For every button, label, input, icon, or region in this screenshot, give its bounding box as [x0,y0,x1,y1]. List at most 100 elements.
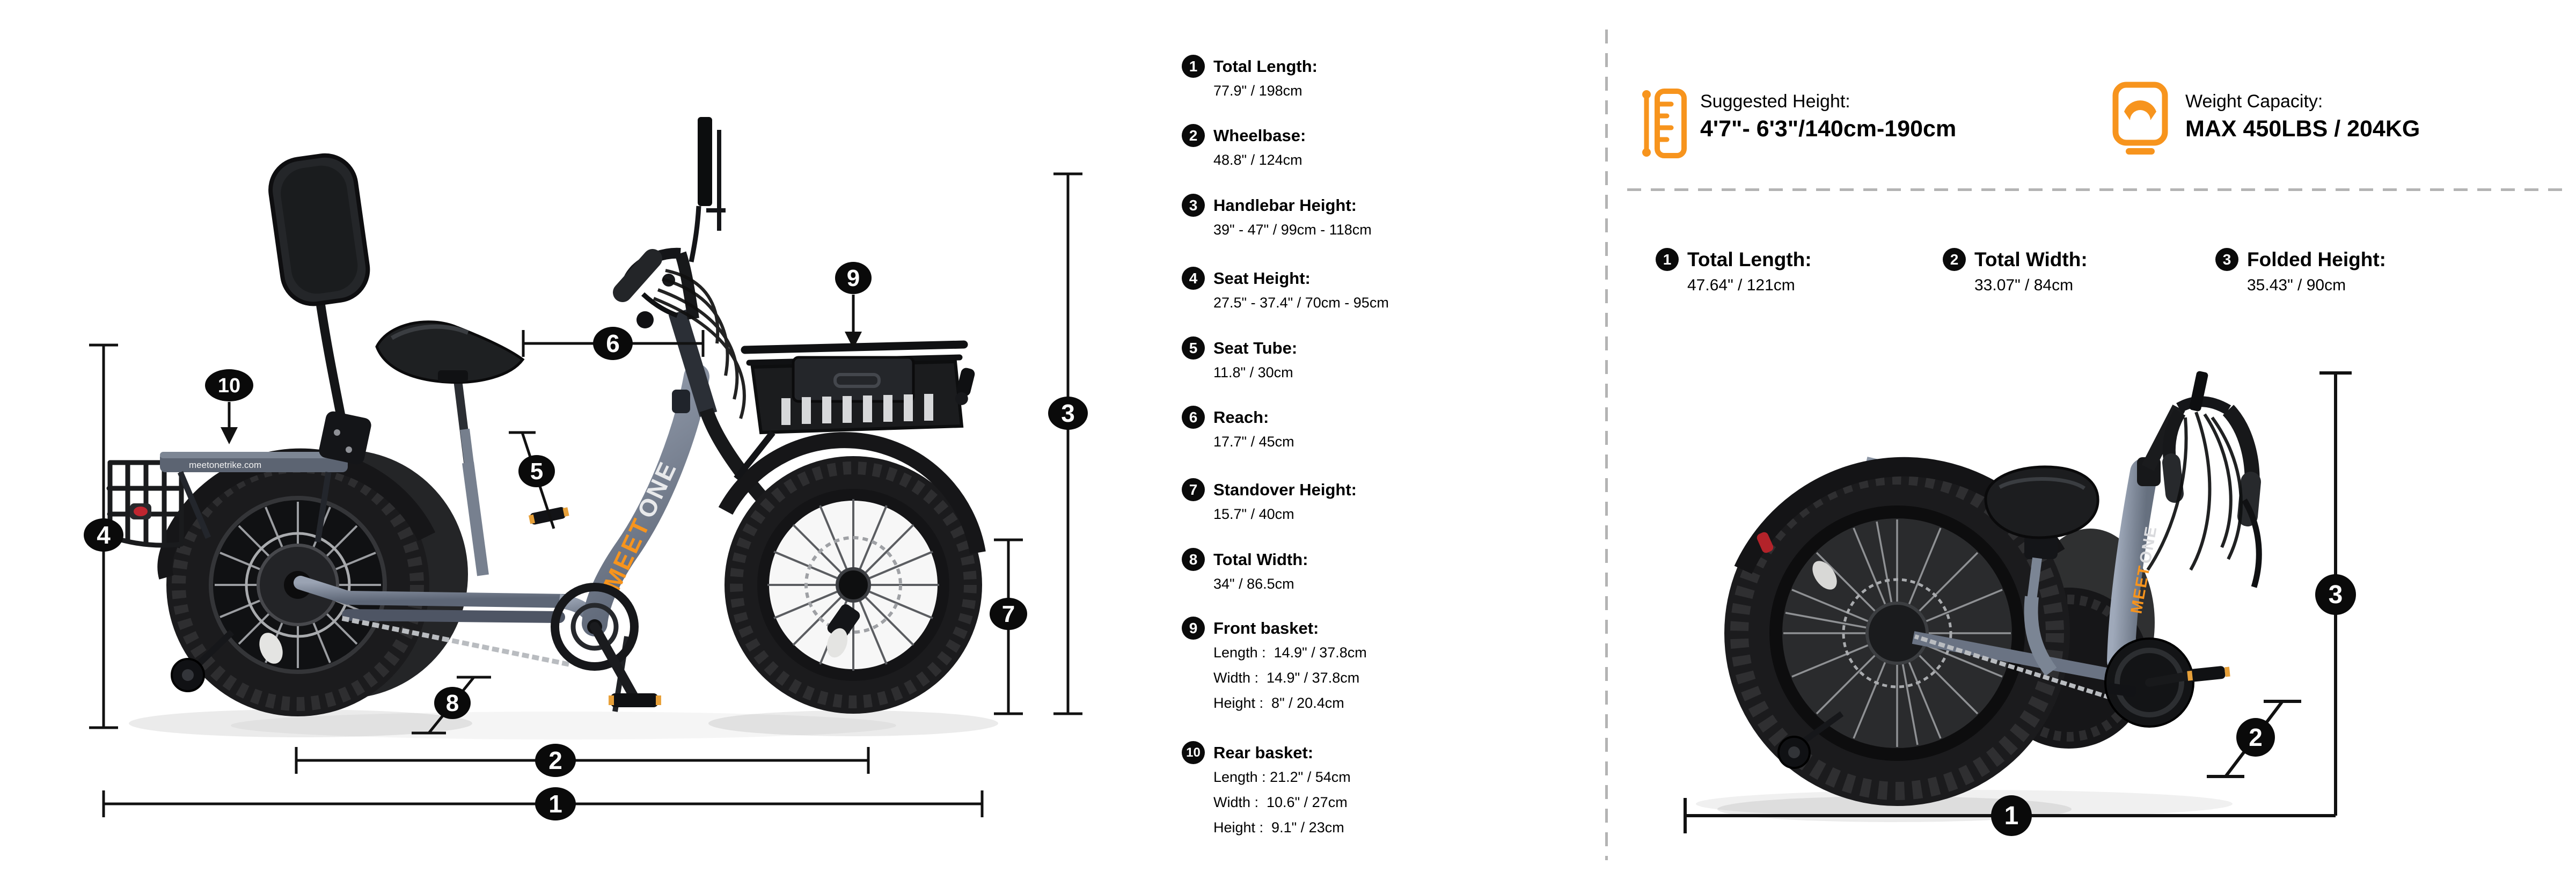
folded-crankset [1914,634,2230,728]
battery-box [792,356,915,403]
rear-rack: meetonetrike.com [160,452,348,543]
weight-capacity-block: Weight Capacity: MAX 450LBS / 204KG [2185,89,2420,144]
marker-7: 7 [1002,601,1015,627]
folded-spec-label: Total Width: [1974,248,2088,270]
marker-3: 3 [1061,399,1075,427]
spec-bullet: 2 [1182,124,1205,147]
spec-value: 77.9" / 198cm [1213,83,1302,99]
side-markers: 1 2 3 4 5 6 7 8 9 10 [84,262,1088,820]
folded-spec-value: 33.07" / 84cm [1974,276,2074,294]
trike-side-photo: meetonetrike.com MEETONE [106,117,998,739]
spec-value: Height : 9.1" / 23cm [1213,819,1344,836]
spec-value: 27.5" - 37.4" / 70cm - 95cm [1213,295,1389,311]
folded-saddle [1984,465,2099,601]
weight-capacity-label: Weight Capacity: [2185,91,2323,112]
spec-label: Total Length: [1213,57,1318,76]
spec-label: Standover Height: [1213,480,1357,499]
spec-value: 15.7" / 40cm [1213,506,1294,522]
spec-value: 48.8" / 124cm [1213,152,1302,168]
folded-spec-total-width: 2 Total Width: 33.07" / 84cm [1943,248,2088,296]
handlebar-grip [613,249,662,302]
spec-bullet: 6 [1182,406,1205,429]
folded-spec-value: 35.43" / 90cm [2247,276,2346,294]
front-wheel [724,456,982,714]
spec-label: Wheelbase: [1213,126,1306,145]
side-arrowheads [221,332,862,444]
tail-light [130,503,151,519]
frame-logo: MEETONE [598,456,682,595]
folded-spec-bullet: 2 [1943,248,1966,271]
chain [341,615,569,667]
folded-cables [2146,411,2243,571]
weight-scale-icon [2112,82,2168,155]
head-tube [668,310,718,417]
folded-tail-light [1757,532,1774,553]
spec-bullet: 7 [1182,478,1205,501]
marker-4: 4 [97,521,111,549]
seat-backrest [268,153,371,465]
handlebar-assembly [613,117,746,419]
folded-pedal [528,507,569,525]
spec-value: 17.7" / 45cm [1213,434,1294,450]
marker-9: 9 [847,265,860,291]
folded-anti-tip-wheel [1777,711,1844,769]
folded-marker-1: 1 [2004,802,2019,830]
spec-label: Reach: [1213,408,1269,427]
spec-value: Length : 14.9" / 37.8cm [1213,644,1367,661]
spec-item-total-width: 8 Total Width: 34" / 86.5cm [1182,548,1308,596]
front-basket [734,340,975,481]
folded-downtube [2107,458,2158,675]
spec-value: 39" - 47" / 99cm - 118cm [1213,222,1372,238]
folded-handlebar [2137,371,2262,588]
spec-bullet: 9 [1182,617,1205,640]
spec-item-seat-height: 4 Seat Height: 27.5" - 37.4" / 70cm - 95… [1182,267,1389,315]
spec-item-front-basket: 9 Front basket: Length : 14.9" / 37.8cm … [1182,617,1367,715]
folded-spec-bullet: 3 [2215,248,2238,271]
mirror-plate [698,117,712,206]
spec-value: Height : 8" / 20.4cm [1213,695,1344,711]
front-spoke-reflector [826,628,848,658]
brake-cables [653,269,746,419]
marker-1: 1 [548,790,562,818]
folded-trike-photo: meetonetrike.com [1696,371,2262,822]
folded-spec-value: 47.64" / 121cm [1687,276,1795,294]
marker-5: 5 [530,458,543,485]
height-ruler-icon [1642,89,1687,158]
spec-item-reach: 6 Reach: 17.7" / 45cm [1182,406,1294,454]
folded-spec-folded-height: 3 Folded Height: 35.43" / 90cm [2215,248,2386,296]
marker-6: 6 [606,329,620,357]
throttle-knob [955,368,975,405]
vertical-dashed-divider [1605,30,1608,860]
spec-bullet: 4 [1182,267,1205,290]
spec-item-rear-basket: 10 Rear basket: Length : 21.2" / 54cm Wi… [1182,741,1351,840]
spec-bullet: 5 [1182,336,1205,360]
basket-slats [781,394,933,425]
rear-spoke-reflector [259,633,283,664]
spec-label: Total Width: [1213,550,1308,569]
folded-spec-bullet: 1 [1656,248,1679,271]
suggested-height-block: Suggested Height: 4'7"- 6'3"/140cm-190cm [1700,89,1956,144]
folded-marker-3: 3 [2329,581,2343,609]
folded-spec-total-length: 1 Total Length: 47.64" / 121cm [1656,248,1812,296]
spec-label: Seat Height: [1213,269,1311,288]
spec-bullet: 3 [1182,194,1205,217]
anti-tip-wheel [171,629,235,692]
spec-label: Seat Tube: [1213,339,1298,357]
headlight [636,311,654,328]
saddle [375,320,525,465]
spec-value: Length : 21.2" / 54cm [1213,769,1351,785]
spec-value: Width : 10.6" / 27cm [1213,794,1348,810]
spec-bullet: 10 [1182,741,1205,764]
spec-item-standover-height: 7 Standover Height: 15.7" / 40cm [1182,478,1357,526]
folded-brake-lever [2242,499,2262,588]
marker-8: 8 [446,690,459,716]
spec-value: 34" / 86.5cm [1213,576,1294,592]
spec-item-seat-tube: 5 Seat Tube: 11.8" / 30cm [1182,336,1297,385]
spec-item-wheelbase: 2 Wheelbase: 48.8" / 124cm [1182,124,1306,172]
rack-url-text: meetonetrike.com [189,460,261,470]
marker-10: 10 [218,375,240,397]
spec-item-total-length: 1 Total Length: 77.9" / 198cm [1182,55,1318,103]
horizontal-dashed-divider [1627,188,2564,191]
